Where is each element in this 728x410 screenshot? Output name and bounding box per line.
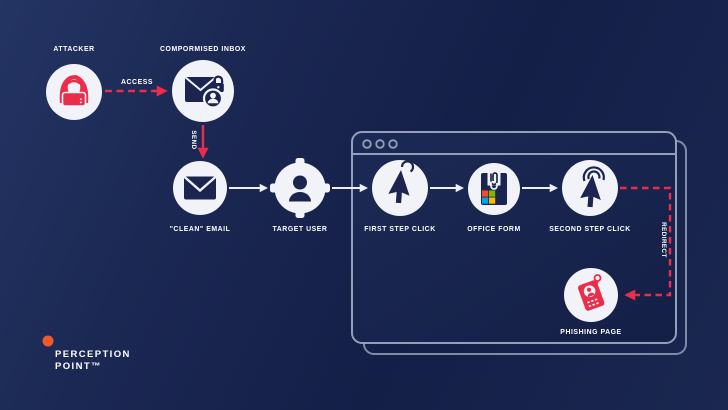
send-label: SEND <box>190 130 197 149</box>
brand-line2: POINT™ <box>55 361 102 372</box>
attacker-label: ATTACKER <box>53 46 94 53</box>
person-target-icon <box>289 175 311 202</box>
cursor-click-icon <box>388 160 415 204</box>
microsoft-logo-icon <box>482 190 496 204</box>
window-controls <box>362 139 398 149</box>
window-control-dot <box>362 139 372 149</box>
envelope-icon <box>183 175 217 200</box>
envelope-lock-person-icon <box>184 75 224 109</box>
attacker-node <box>46 64 102 120</box>
logo-dot-icon <box>42 335 54 347</box>
office-form-label: OFFICE FORM <box>467 226 521 233</box>
cursor-double-click-icon <box>580 166 605 208</box>
window-control-dot <box>388 139 398 149</box>
phishing-page-label: PHISHING PAGE <box>560 329 621 336</box>
hacker-icon <box>59 75 89 107</box>
brand-line1: PERCEPTION <box>55 349 131 360</box>
office-form-node <box>468 163 520 215</box>
target-user-node <box>270 158 330 218</box>
redirect-label: REDIRECT <box>660 222 667 258</box>
compromised-inbox-label: COMPORMISED INBOX <box>160 46 246 53</box>
second-step-click-label: SECOND STEP CLICK <box>549 226 631 233</box>
first-step-click-label: FIRST STEP CLICK <box>364 226 435 233</box>
clean-email-label: "CLEAN" EMAIL <box>170 226 231 233</box>
first-step-click-node <box>372 160 428 216</box>
phishing-page-node <box>564 268 618 322</box>
target-user-label: TARGET USER <box>273 226 328 233</box>
compromised-inbox-node <box>172 60 234 122</box>
redirect-arrow <box>620 186 672 301</box>
perception-point-logo: PERCEPTION POINT™ <box>42 335 131 372</box>
phishing-id-card-hook-icon <box>578 274 605 311</box>
clean-email-node <box>173 161 227 215</box>
office-attachment-icon <box>481 172 507 205</box>
second-step-click-node <box>562 160 618 216</box>
window-control-dot <box>375 139 385 149</box>
access-label: ACCESS <box>121 79 153 86</box>
